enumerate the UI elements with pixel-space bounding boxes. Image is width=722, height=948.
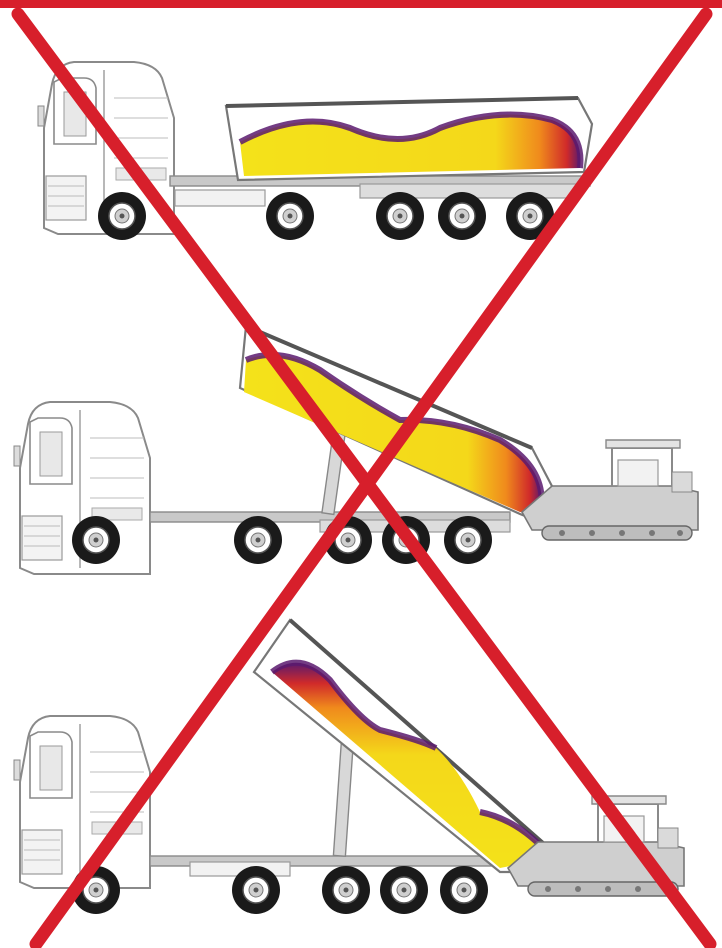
paver-2 xyxy=(522,440,698,540)
heat-load-3 xyxy=(272,663,552,868)
scene-tipping-partial xyxy=(14,326,698,574)
truck-cab-3 xyxy=(14,716,150,888)
